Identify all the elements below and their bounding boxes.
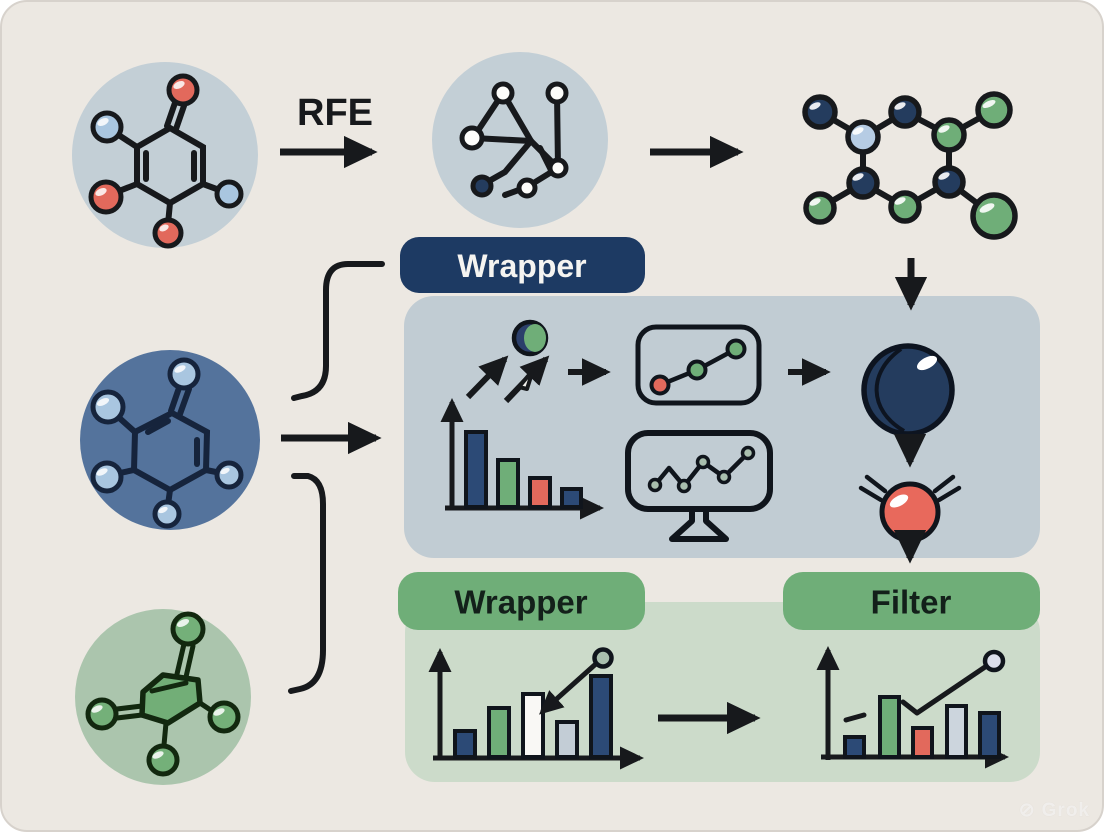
cursor-arrow-icon — [517, 368, 535, 391]
atom-light-blue — [152, 499, 182, 529]
two-tone-sphere-icon — [511, 319, 549, 357]
wrapper-bottom-label: Wrapper — [454, 584, 587, 621]
molecule-green-icon — [75, 609, 251, 785]
bar-navy — [589, 674, 613, 759]
atom-blue — [90, 110, 124, 144]
atom-green — [85, 697, 119, 731]
bar-navy — [560, 487, 583, 509]
graph-network-icon — [432, 52, 608, 228]
atom-navy — [802, 94, 838, 130]
connector-bottom — [288, 473, 326, 694]
atom-red — [152, 217, 184, 249]
navy-sphere-icon — [861, 343, 955, 437]
connector-top — [291, 261, 385, 401]
bar-gray — [945, 704, 968, 759]
wrapper-top-label: Wrapper — [457, 248, 586, 284]
molecule-navy-green-icon — [802, 91, 1018, 240]
bar-green — [878, 695, 901, 759]
atom-navy — [888, 95, 922, 129]
atom-red — [88, 179, 124, 215]
graph-node-navy — [470, 174, 494, 198]
atom-light-blue — [845, 119, 881, 155]
atom-green — [931, 117, 967, 153]
point-green — [725, 338, 747, 360]
line-chart-card-icon — [635, 324, 762, 406]
graph-node — [545, 81, 569, 105]
atom-green — [207, 700, 241, 734]
atom-light-blue — [90, 389, 126, 425]
atom-red — [166, 73, 200, 107]
bar-navy — [453, 729, 477, 759]
filter-label: Filter — [871, 584, 952, 621]
bar-white — [521, 692, 545, 759]
wrapper-top-pill — [400, 237, 645, 293]
brace-connectors — [288, 261, 385, 694]
monitor-chart-icon — [625, 430, 773, 542]
atom-light-blue — [214, 460, 244, 490]
atom-blue — [214, 179, 244, 209]
atom-light-blue — [167, 357, 201, 391]
bar-navy — [978, 711, 1001, 759]
rfe-label: RFE — [297, 92, 373, 134]
bar-green — [496, 458, 520, 509]
rising-arrows-icon — [465, 355, 550, 404]
atom-light-blue — [90, 460, 124, 494]
atom-navy — [846, 166, 880, 200]
atom-green — [803, 191, 837, 225]
graph-node — [516, 177, 538, 199]
atom-navy — [932, 165, 966, 199]
atom-green — [170, 611, 206, 647]
filter-pill — [783, 572, 1040, 630]
bar-red — [911, 726, 934, 759]
declining-bar-chart-icon — [440, 398, 604, 520]
line-end-marker — [592, 647, 614, 669]
filter-bar-chart-icon — [816, 646, 1009, 769]
bar-navy — [464, 430, 488, 509]
wrapper-bar-chart-icon — [428, 647, 644, 770]
bar-navy — [843, 735, 866, 759]
wrapper-stage-panel — [404, 296, 1040, 558]
point-green — [686, 359, 708, 381]
point-red — [649, 374, 671, 396]
atom-green — [970, 192, 1018, 240]
graph-node — [547, 157, 569, 179]
red-sphere-icon — [858, 474, 962, 543]
atom-green — [146, 743, 180, 777]
bar-red — [528, 476, 552, 509]
graph-node — [491, 81, 515, 105]
graph-node — [459, 125, 485, 151]
line-end-marker — [982, 649, 1006, 673]
bar-gray — [555, 720, 579, 759]
atom-green — [975, 91, 1013, 129]
wrapper-bottom-pill — [398, 572, 645, 630]
bar-green — [487, 706, 511, 759]
molecule-red-blue-icon — [72, 62, 258, 249]
molecule-slate-icon — [80, 350, 260, 530]
atom-green — [888, 190, 922, 224]
